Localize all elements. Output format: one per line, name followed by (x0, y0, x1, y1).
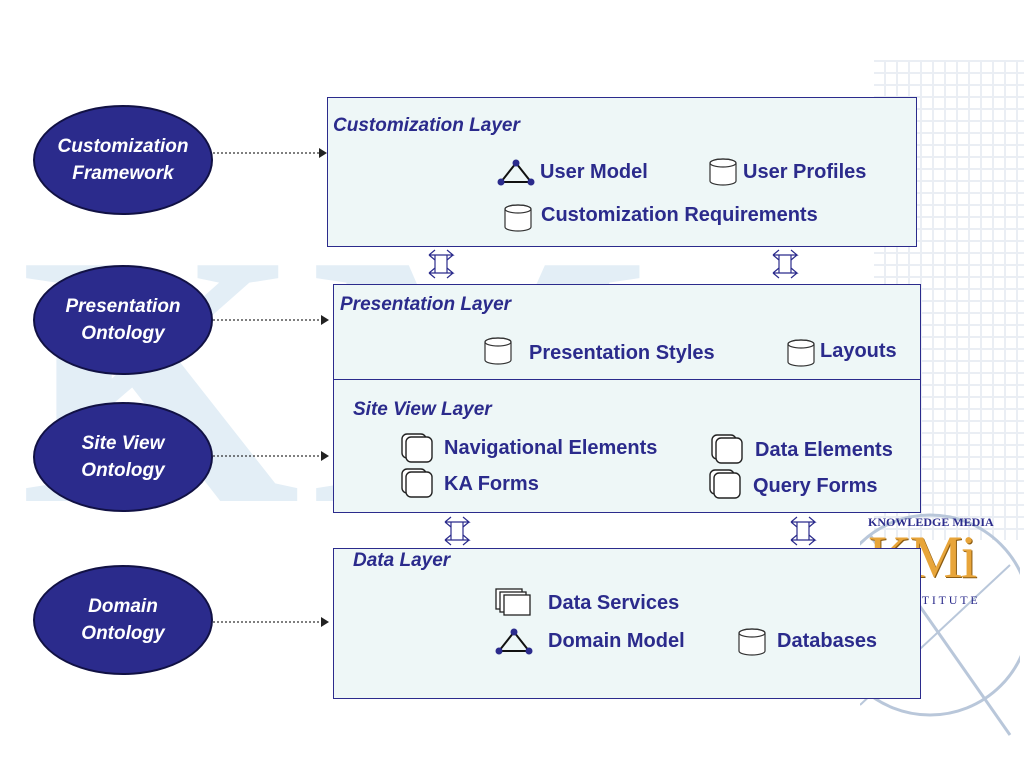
domain-model-label: Domain Model (548, 630, 685, 652)
ka-forms-label: KA Forms (444, 473, 539, 495)
domain-model-icon (495, 628, 533, 655)
logo-bottom-text: I T I T U T E (915, 593, 978, 607)
connector-presentation (213, 315, 329, 325)
customization-layer-box (327, 97, 917, 247)
presentation-layer-box (333, 284, 921, 380)
databases-label: Databases (777, 630, 878, 652)
data-elements-page-icon (711, 434, 743, 464)
double-arrow-icon (428, 249, 455, 279)
ontology-label-line1: Presentation (65, 296, 181, 317)
databases-database-icon (738, 628, 766, 656)
ontology-label-line2: Ontology (81, 460, 165, 481)
navigational-elements-label: Navigational Elements (444, 437, 658, 459)
presentation-styles-database-icon (484, 337, 512, 365)
ontology-domain: Domain Ontology (33, 565, 213, 675)
customization-layer-title: Customization Layer (333, 115, 520, 136)
connector-customization (213, 148, 327, 158)
layouts-database-icon (787, 339, 815, 367)
ontology-label-line2: Framework (72, 163, 174, 184)
ontology-label-line1: Customization (57, 136, 189, 157)
layouts-label: Layouts (820, 340, 897, 362)
data-services-label: Data Services (548, 592, 680, 614)
ontology-label-line2: Ontology (81, 623, 165, 644)
ontology-customization-framework: Customization Framework (33, 105, 213, 215)
presentation-styles-label: Presentation Styles (529, 342, 715, 364)
customization-requirements-database-icon (504, 204, 532, 232)
ontology-label-line1: Domain (88, 596, 158, 617)
double-arrow-icon (790, 516, 817, 546)
ontology-site-view: Site View Ontology (33, 402, 213, 512)
navigational-elements-page-icon (401, 433, 433, 463)
ontology-presentation: Presentation Ontology (33, 265, 213, 375)
ka-forms-page-icon (401, 468, 433, 498)
query-forms-page-icon (709, 469, 741, 499)
data-layer-box (333, 548, 921, 699)
customization-requirements-label: Customization Requirements (541, 204, 818, 226)
user-profiles-label: User Profiles (743, 161, 867, 183)
user-model-label: User Model (540, 161, 648, 183)
logo-top-text: KNOWLEDGE MEDIA (868, 515, 994, 529)
double-arrow-icon (772, 249, 799, 279)
ontology-label-line1: Site View (81, 433, 165, 454)
double-arrow-icon (444, 516, 471, 546)
data-layer-title: Data Layer (353, 550, 451, 571)
connector-domain (213, 617, 329, 627)
data-elements-label: Data Elements (755, 439, 893, 461)
site-view-layer-title: Site View Layer (353, 399, 492, 420)
query-forms-label: Query Forms (753, 475, 878, 497)
ontology-label-line2: Ontology (81, 323, 165, 344)
presentation-layer-title: Presentation Layer (340, 294, 512, 315)
user-model-icon (497, 159, 535, 186)
user-profiles-database-icon (709, 158, 737, 186)
data-services-stack-icon (495, 588, 531, 616)
connector-site-view (213, 451, 329, 461)
